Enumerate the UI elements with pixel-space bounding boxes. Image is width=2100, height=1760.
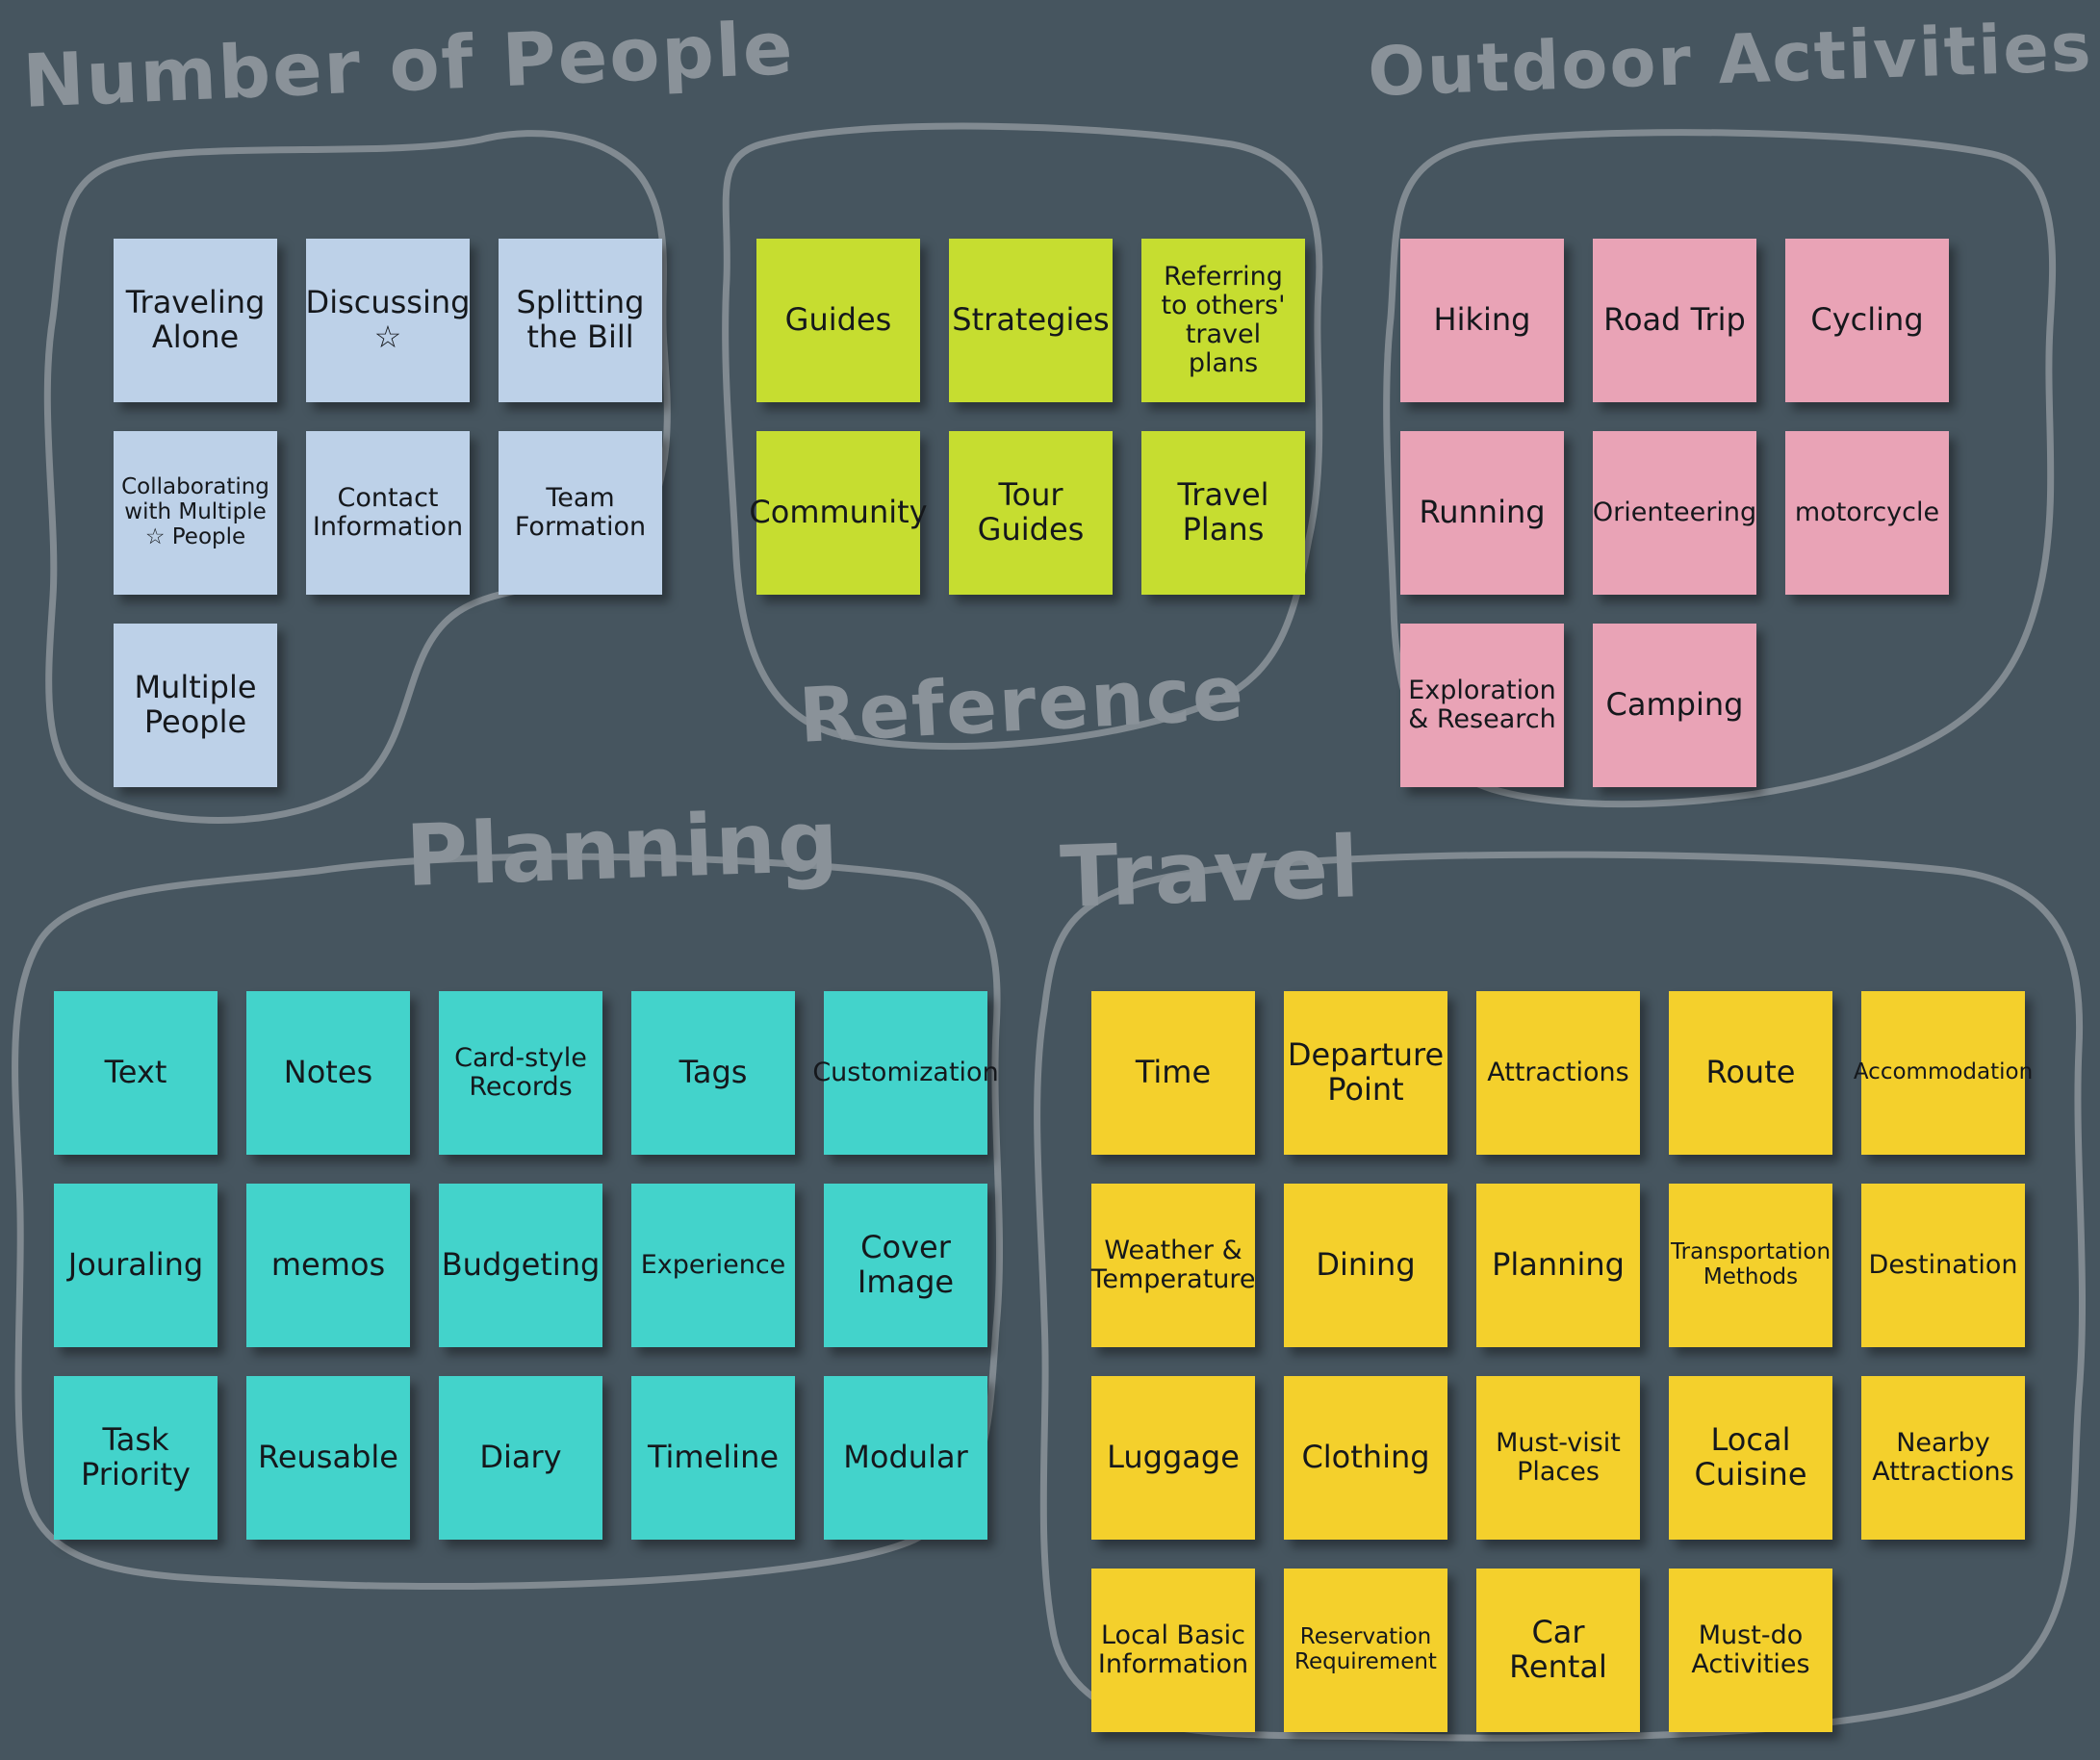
group-label-number-of-people[interactable]: Number of People [21, 5, 797, 124]
sticky-note[interactable]: Departure Point [1284, 991, 1447, 1155]
sticky-note[interactable]: Reservation Requirement [1284, 1569, 1447, 1732]
sticky-note[interactable]: Reusable [246, 1376, 410, 1540]
sticky-note[interactable]: Weather & Temperature [1090, 1184, 1256, 1347]
sticky-note[interactable]: Task Priority [54, 1376, 218, 1540]
sticky-note[interactable]: Customization [812, 991, 999, 1155]
sticky-note[interactable]: Local Cuisine [1669, 1376, 1832, 1540]
sticky-note[interactable]: Must-visit Places [1476, 1376, 1640, 1540]
sticky-note[interactable]: Referring to others' travel plans [1141, 239, 1305, 402]
sticky-note[interactable]: Nearby Attractions [1861, 1376, 2025, 1540]
sticky-note[interactable]: Local Basic Information [1091, 1569, 1255, 1732]
sticky-note[interactable]: Discussing ☆ [306, 239, 470, 402]
sticky-note[interactable]: Multiple People [114, 624, 277, 787]
sticky-note[interactable]: Cycling [1785, 239, 1949, 402]
sticky-note[interactable]: Tags [631, 991, 795, 1155]
sticky-note[interactable]: Budgeting [439, 1184, 602, 1347]
group-label-reference[interactable]: Reference [797, 650, 1247, 760]
group-label-planning[interactable]: Planning [404, 791, 842, 906]
group-label-travel[interactable]: Travel [1059, 817, 1363, 927]
group-travel: Time Departure Point Attractions Route A… [1090, 991, 2033, 1732]
sticky-note[interactable]: Community [749, 431, 928, 595]
sticky-note[interactable]: Timeline [631, 1376, 795, 1540]
sticky-note[interactable]: Tour Guides [949, 431, 1113, 595]
sticky-note[interactable]: Attractions [1476, 991, 1640, 1155]
sticky-note[interactable]: Must-do Activities [1669, 1569, 1832, 1732]
sticky-note[interactable]: Jouraling [54, 1184, 218, 1347]
sticky-note[interactable]: Accommodation [1854, 991, 2033, 1155]
sticky-note[interactable]: Orienteering [1593, 431, 1756, 595]
sticky-note[interactable]: Card-style Records [439, 991, 602, 1155]
sticky-note[interactable]: memos [246, 1184, 410, 1347]
sticky-note[interactable]: Travel Plans [1141, 431, 1305, 595]
group-outdoor-activities: Hiking Road Trip Cycling Running Oriente… [1400, 239, 1949, 787]
sticky-note[interactable]: Running [1400, 431, 1564, 595]
sticky-note[interactable]: Luggage [1091, 1376, 1255, 1540]
sticky-note[interactable]: Collaborating with Multiple ☆ People [114, 431, 277, 595]
sticky-note[interactable]: Camping [1593, 624, 1756, 787]
sticky-note[interactable]: Planning [1476, 1184, 1640, 1347]
sticky-note[interactable]: Dining [1284, 1184, 1447, 1347]
sticky-note[interactable]: Route [1669, 991, 1832, 1155]
sticky-note[interactable]: motorcycle [1785, 431, 1949, 595]
sticky-note[interactable]: Time [1091, 991, 1255, 1155]
sticky-note[interactable]: Transportation Methods [1669, 1184, 1832, 1347]
sticky-note[interactable]: Cover Image [824, 1184, 987, 1347]
sticky-note[interactable]: Strategies [949, 239, 1113, 402]
sticky-note[interactable]: Exploration & Research [1400, 624, 1564, 787]
sticky-note[interactable]: Hiking [1400, 239, 1564, 402]
sticky-note[interactable]: Team Formation [499, 431, 662, 595]
sticky-note[interactable]: Car Rental [1476, 1569, 1640, 1732]
sticky-note[interactable]: Traveling Alone [114, 239, 277, 402]
sticky-note[interactable]: Guides [756, 239, 920, 402]
sticky-note[interactable]: Experience [631, 1184, 795, 1347]
group-reference: Guides Strategies Referring to others' t… [749, 239, 1305, 595]
sticky-note[interactable]: Splitting the Bill [499, 239, 662, 402]
group-label-outdoor-activities[interactable]: Outdoor Activities [1367, 7, 2094, 112]
sticky-note[interactable]: Contact Information [306, 431, 470, 595]
sticky-note[interactable]: Text [54, 991, 218, 1155]
sticky-note[interactable]: Destination [1861, 1184, 2025, 1347]
sticky-note[interactable]: Notes [246, 991, 410, 1155]
sticky-note[interactable]: Clothing [1284, 1376, 1447, 1540]
sticky-note[interactable]: Modular [824, 1376, 987, 1540]
sticky-note[interactable]: Diary [439, 1376, 602, 1540]
group-number-of-people: Traveling Alone Discussing ☆ Splitting t… [114, 239, 662, 787]
sticky-note[interactable]: Road Trip [1593, 239, 1756, 402]
group-planning: Text Notes Card-style Records Tags Custo… [54, 991, 999, 1540]
